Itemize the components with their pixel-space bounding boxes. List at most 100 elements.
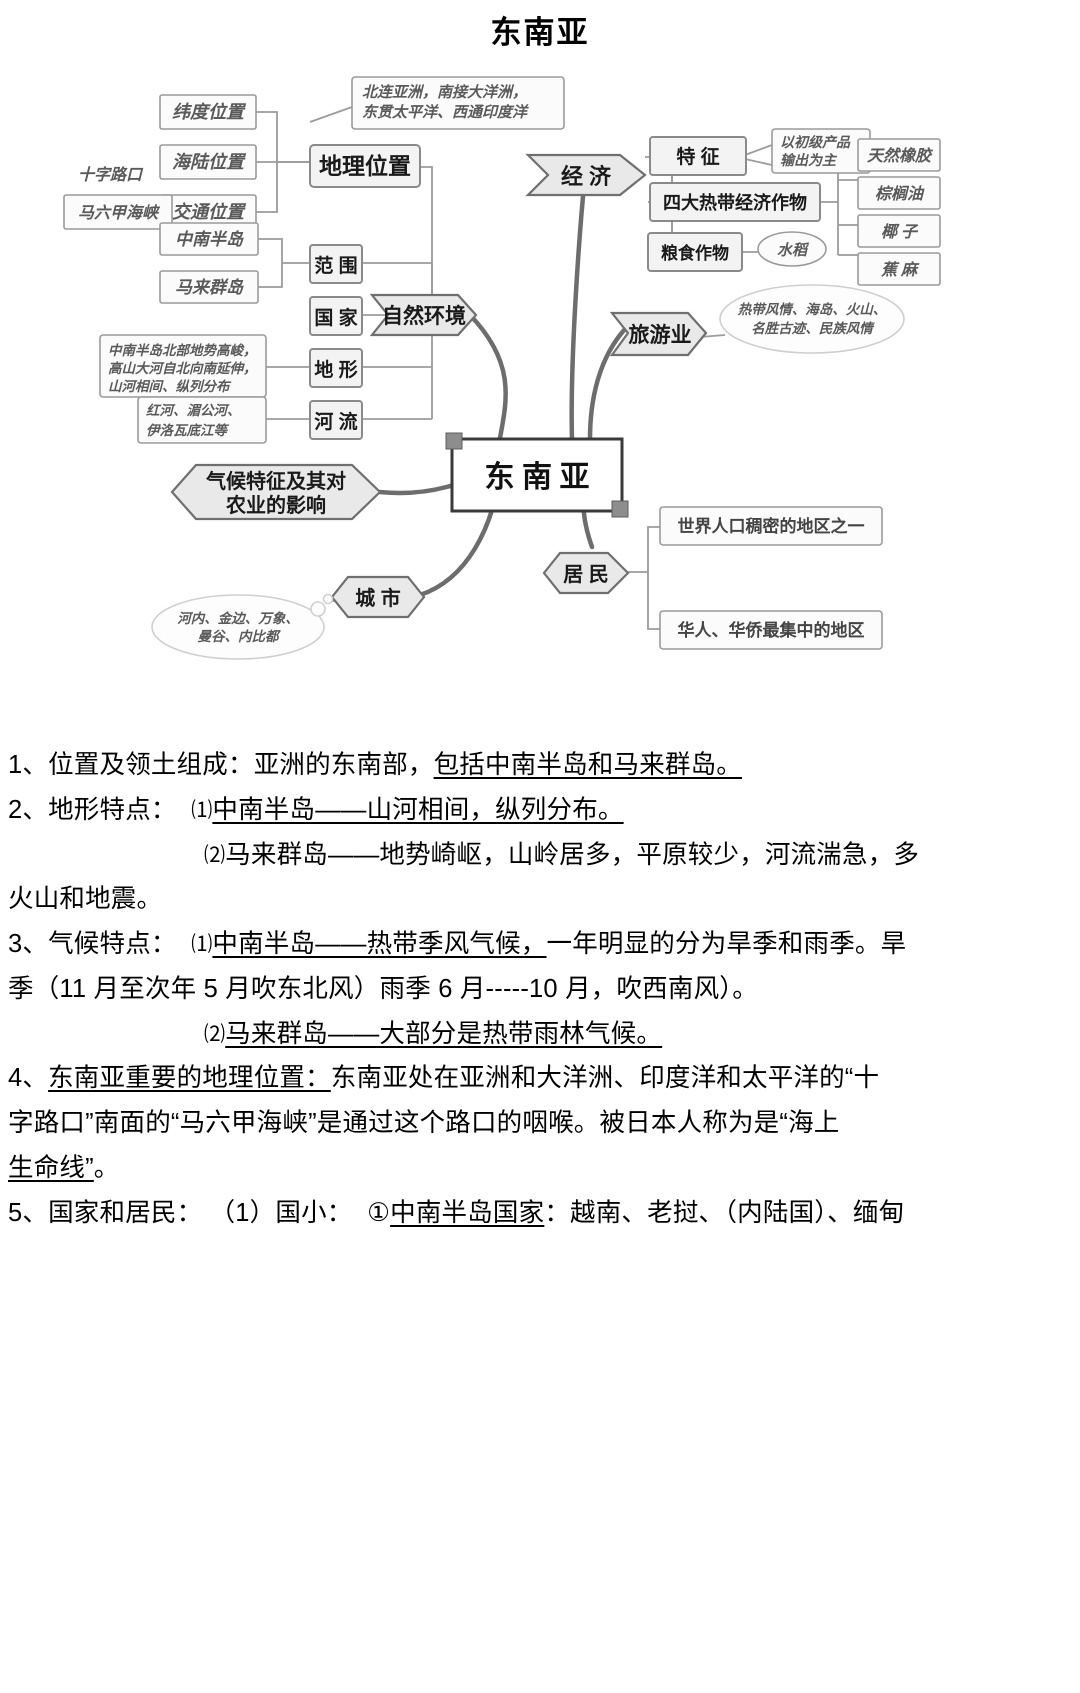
node-economy-features[interactable]: 特 征: [649, 136, 747, 177]
node-geo-latitude[interactable]: 纬度位置: [159, 94, 257, 130]
note-item-3: 3、气候特点： ⑴中南半岛——热带季风气候，一年明显的分为旱季和雨季。旱: [8, 926, 1064, 964]
node-climate-agriculture[interactable]: 气候特征及其对 农业的影响: [170, 464, 382, 521]
note-residents-population[interactable]: 世界人口稠密的地区之一: [659, 506, 883, 546]
node-economy[interactable]: 经 济: [525, 154, 647, 197]
node-natural-environment-label: 自然环境: [382, 304, 466, 328]
node-residents[interactable]: 居 民: [542, 552, 630, 595]
note-item-3-sub1-underlined: 中南半岛——热带季风气候，: [212, 930, 547, 959]
node-natural-environment[interactable]: 自然环境: [369, 294, 478, 337]
note-item-5-circ: ①: [367, 1198, 391, 1227]
node-cities[interactable]: 城 市: [330, 576, 426, 619]
node-crop-rubber[interactable]: 天然橡胶: [857, 138, 941, 172]
note-item-3-number: 3、: [8, 930, 49, 959]
note-item-5-underlined: 中南半岛国家: [390, 1198, 545, 1227]
note-terrain-line3: 山河相间、纵列分布: [108, 379, 232, 394]
note-item-4-heading: 东南亚重要的地理位置：: [48, 1064, 331, 1093]
note-item-4-line3-text: 生命线”: [8, 1153, 94, 1182]
node-crop-abaca-label: 蕉 麻: [881, 261, 920, 279]
node-geo-landsea-label: 海陆位置: [172, 152, 247, 172]
note-economy-features-line1: 以初级产品: [780, 134, 851, 151]
note-rivers-line1: 红河、湄公河、: [146, 403, 241, 418]
note-crossroads-label: 十字路口: [78, 166, 144, 184]
node-center-label: 东 南 亚: [485, 460, 590, 494]
node-food-crops-label: 粮食作物: [661, 243, 729, 263]
note-crossroads: 十字路口: [78, 166, 144, 184]
note-item-5: 5、国家和居民： （1）国小： ①中南半岛国家：越南、老挝、（内陆国）、缅甸: [8, 1195, 1064, 1233]
node-countries-label: 国 家: [314, 306, 358, 329]
node-crop-coconut-label: 椰 子: [881, 223, 919, 241]
note-item-2-number: 2、: [8, 795, 49, 824]
note-item-5-heading: 国家和居民：: [48, 1198, 203, 1227]
note-tourism-line1: 热带风情、海岛、火山、: [737, 302, 887, 317]
node-geo-landsea[interactable]: 海陆位置: [159, 144, 257, 180]
mindmap-figure: 纬度位置 海陆位置 交通位置 十字路口 马六甲海峡 地理位置: [0, 67, 1080, 747]
node-cities-label: 城 市: [355, 586, 401, 610]
note-item-1-heading: 位置及领土组成：: [48, 751, 254, 780]
mindmap-connectors: [172, 106, 858, 631]
note-cities-line1: 河内、金边、万象、: [177, 611, 299, 626]
node-tourism-label: 旅游业: [629, 323, 692, 347]
node-tourism[interactable]: 旅游业: [609, 312, 708, 357]
note-item-2-sub2: ⑵马来群岛——地势崎岖，山岭居多，平原较少，河流湍急，多: [8, 837, 1064, 875]
note-item-2-sub2-text: 马来群岛——地势崎岖，山岭居多，平原较少，河流湍急，多: [225, 840, 920, 869]
node-four-cash-crops-label: 四大热带经济作物: [663, 192, 807, 213]
node-economy-label: 经 济: [561, 164, 612, 189]
node-scope[interactable]: 范 围: [309, 244, 363, 285]
node-economy-features-label: 特 征: [676, 145, 719, 168]
note-item-1-lead: 亚洲的东南部，: [253, 751, 434, 780]
note-item-4-line3-tail: 。: [93, 1153, 120, 1182]
node-countries[interactable]: 国 家: [309, 296, 363, 337]
node-crop-rubber-label: 天然橡胶: [867, 147, 934, 165]
note-item-4-line2: 字路口”南面的“马六甲海峡”是通过这个路口的咽喉。被日本人称为是“海上: [8, 1105, 1064, 1143]
node-crop-coconut[interactable]: 椰 子: [857, 214, 941, 248]
note-geographic-position-line1: 北连亚洲，南接大洋洲，: [362, 84, 527, 101]
note-residents-overseas-chinese[interactable]: 华人、华侨最集中的地区: [659, 610, 883, 650]
note-item-2-sub2-cont-text: 火山和地震。: [8, 885, 163, 914]
node-terrain[interactable]: 地 形: [309, 348, 363, 389]
node-rivers-label: 河 流: [314, 410, 357, 433]
node-center-southeast-asia[interactable]: 东 南 亚: [445, 432, 629, 518]
page-title: 东南亚: [490, 15, 590, 50]
note-cities: 河内、金边、万象、 曼谷、内比都: [151, 593, 334, 660]
note-item-4-line1-rest: 东南亚处在亚洲和大洋洲、印度洋和太平洋的“十: [330, 1064, 880, 1093]
note-item-3-sub1-cont: 季（11 月至次年 5 月吹东北风）雨季 6 月-----10 月，吹西南风）。: [8, 971, 1064, 1009]
note-item-1-underlined: 包括中南半岛和马来群岛。: [433, 751, 743, 780]
node-food-crops[interactable]: 粮食作物: [647, 232, 743, 273]
note-economy-features: 以初级产品 输出为主: [771, 128, 871, 174]
node-geo-traffic-label: 交通位置: [172, 202, 247, 222]
note-item-2-heading: 地形特点：: [48, 795, 177, 824]
node-crop-palm-oil-label: 棕榈油: [875, 185, 925, 203]
note-malacca-strait-label: 马六甲海峡: [78, 204, 161, 222]
node-geo-latitude-label: 纬度位置: [172, 102, 247, 122]
node-climate-agriculture-line2: 农业的影响: [225, 493, 326, 517]
note-residents-overseas-label: 华人、华侨最集中的地区: [678, 620, 865, 640]
note-tourism-line2: 名胜古迹、民族风情: [751, 321, 875, 336]
note-terrain-line1: 中南半岛北部地势高峻，: [108, 343, 257, 358]
node-scope-indochina[interactable]: 中南半岛: [159, 222, 259, 256]
note-item-3-sub2-num: ⑵: [204, 1022, 226, 1046]
note-cities-line2: 曼谷、内比都: [198, 629, 281, 644]
node-scope-malay-archipelago[interactable]: 马来群岛: [159, 270, 259, 304]
note-item-3-sub2-text: 马来群岛——大部分是热带雨林气候。: [225, 1019, 663, 1048]
node-scope-malay-archipelago-label: 马来群岛: [175, 278, 244, 297]
note-item-5-number: 5、: [8, 1198, 49, 1227]
node-crop-palm-oil[interactable]: 棕榈油: [857, 176, 941, 210]
note-malacca-strait[interactable]: 马六甲海峡: [63, 194, 173, 230]
node-scope-indochina-label: 中南半岛: [175, 230, 244, 249]
node-crop-rice-label: 水稻: [777, 242, 810, 259]
node-four-cash-crops[interactable]: 四大热带经济作物: [649, 182, 821, 223]
note-item-4: 4、东南亚重要的地理位置：东南亚处在亚洲和大洋洲、印度洋和太平洋的“十: [8, 1060, 1064, 1098]
note-terrain-line2: 高山大河自北向南延伸，: [108, 361, 257, 376]
node-crop-rice[interactable]: 水稻: [757, 231, 827, 267]
body-text: 1、位置及领土组成：亚洲的东南部，包括中南半岛和马来群岛。 2、地形特点： ⑴中…: [0, 747, 1080, 1232]
note-item-4-line3: 生命线”。: [8, 1150, 1064, 1188]
node-geographic-position[interactable]: 地理位置: [309, 144, 421, 189]
note-geographic-position: 北连亚洲，南接大洋洲， 东贯太平洋、西通印度洋: [351, 76, 565, 130]
node-rivers[interactable]: 河 流: [309, 400, 363, 441]
note-rivers-line2: 伊洛瓦底江等: [146, 423, 229, 438]
node-crop-abaca[interactable]: 蕉 麻: [857, 252, 941, 286]
note-tourism: 热带风情、海岛、火山、 名胜古迹、民族风情: [719, 284, 905, 354]
note-item-5-rest: ：越南、老挝、（内陆国）、缅甸: [544, 1198, 905, 1227]
note-item-3-sub2: ⑵马来群岛——大部分是热带雨林气候。: [8, 1016, 1064, 1054]
note-item-2-sub2-num: ⑵: [204, 843, 226, 867]
